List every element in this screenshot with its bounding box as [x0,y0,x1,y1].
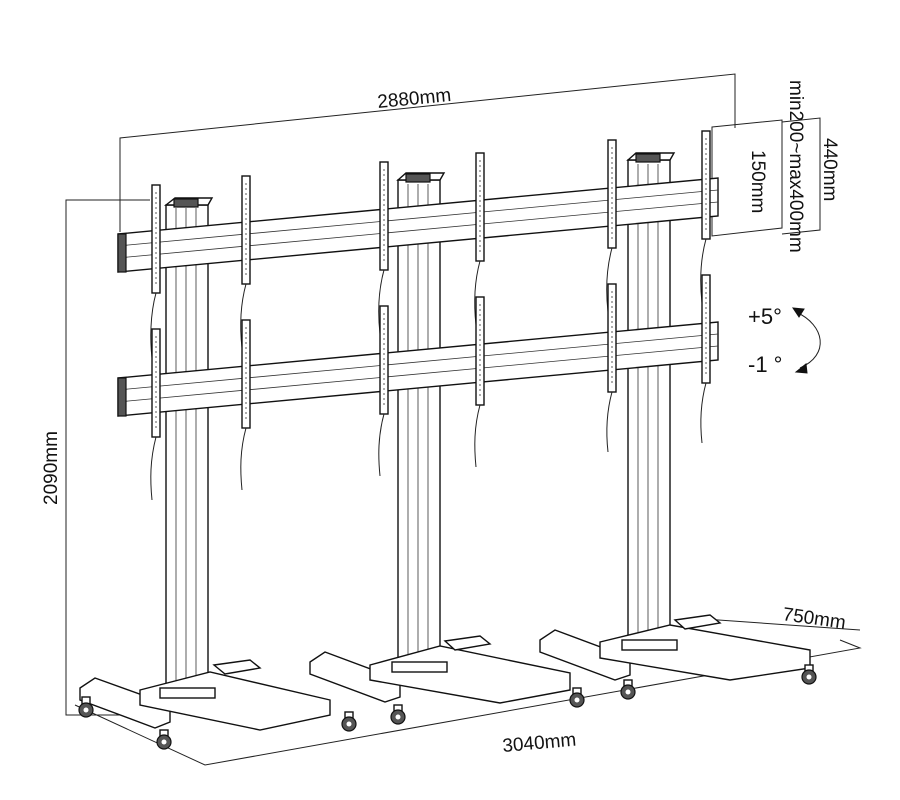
column-right [626,152,676,646]
column-left [163,197,214,696]
casters [78,664,817,750]
mounting-arms-upper [150,130,711,359]
caster-3 [341,711,357,732]
panel-height-label: 440mm [819,138,840,201]
caster-7 [801,664,817,685]
vesa-range-label: min200~max400mm [785,80,806,253]
mounting-arms-lower [150,274,711,501]
vesa-plate-dimension: 440mm min200~max400mm 150mm [711,80,840,253]
height-dimension: 2090mm [41,199,150,716]
arm-lower-6 [700,274,711,444]
arm-lower-3 [378,305,389,477]
caster-1 [78,696,94,718]
arm-upper-6 [700,130,711,304]
caster-6 [620,679,636,700]
arm-lower-1 [150,328,161,501]
top-width-label: 2880mm [376,85,452,113]
crossbar-lower [117,321,719,417]
caster-2 [156,729,172,750]
tilt-indicator: +5° -1 ° [748,304,821,377]
base-left [79,659,331,731]
bottom-width-label: 3040mm [502,730,577,757]
caster-4 [390,704,406,725]
arm-upper-2 [240,175,251,349]
column-middle [396,172,446,666]
arm-lower-5 [606,283,617,453]
crossbar-upper [117,177,719,273]
base-right [539,614,811,681]
depth-label: 750mm [781,604,847,634]
tilt-down-label: -1 ° [748,352,782,377]
base-middle [309,635,571,704]
arm-lower-2 [240,319,251,491]
tilt-up-label: +5° [748,304,782,329]
height-label: 2090mm [41,431,62,505]
caster-5 [569,687,585,708]
arm-lower-4 [474,296,485,468]
vesa-fixed-label: 150mm [747,150,768,213]
